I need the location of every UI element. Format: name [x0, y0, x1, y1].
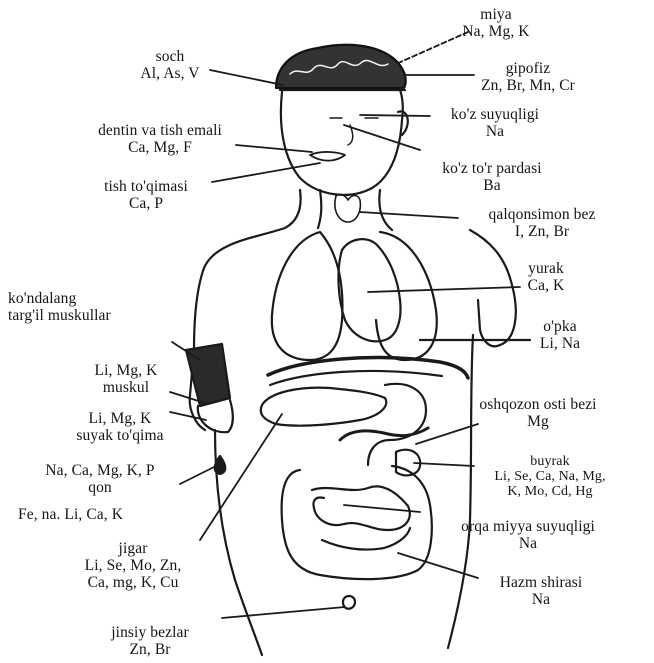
label-dentin-title: dentin va tish emali — [60, 122, 260, 139]
label-muskul-title: muskul — [66, 379, 186, 396]
arm-muscle — [186, 344, 230, 406]
leader-qalqon — [360, 212, 458, 218]
pancreas — [340, 428, 428, 440]
label-muskul-elements: Li, Mg, K — [66, 362, 186, 379]
label-tish-title: tish to'qimasi — [76, 178, 216, 195]
label-miya-elements: Na, Mg, K — [446, 23, 546, 40]
liver — [261, 388, 387, 426]
label-dentin-elements: Ca, Mg, F — [60, 139, 260, 156]
thyroid — [335, 194, 360, 222]
label-oshqozon-title: oshqozon osti bezi — [438, 396, 638, 413]
label-qon-elements-2-text: Fe, na. Li, Ca, K — [18, 506, 218, 523]
label-jigar-elements-1: Li, Se, Mo, Zn, — [58, 557, 208, 574]
label-suyak-toqima: Li, Mg, K suyak to'qima — [40, 410, 200, 444]
label-opka: o'pka Li, Na — [520, 318, 600, 352]
label-orqa-miyya: orqa miyya suyuqligi Na — [418, 518, 638, 552]
label-qon-title: qon — [0, 479, 200, 496]
label-hazm-elements: Na — [466, 591, 616, 608]
label-oshqozon-elements: Mg — [438, 413, 638, 430]
label-jigar: jigar Li, Se, Mo, Zn, Ca, mg, K, Cu — [58, 540, 208, 591]
label-qalqonsimon-bez: qalqonsimon bez I, Zn, Br — [452, 206, 632, 240]
label-jigar-elements-2: Ca, mg, K, Cu — [58, 574, 208, 591]
label-muskul: Li, Mg, K muskul — [66, 362, 186, 396]
heart — [338, 239, 400, 341]
head-outline — [281, 86, 403, 195]
label-tish-elements: Ca, P — [76, 195, 216, 212]
label-soch-title: soch — [120, 48, 220, 65]
label-buyrak-elements-1: Li, Se, Ca, Na, Mg, — [462, 469, 638, 484]
label-koz-suyuqligi-title: ko'z suyuqligi — [420, 106, 570, 123]
label-qon-elements-2: Fe, na. Li, Ca, K — [18, 506, 218, 523]
label-koz-tor-pardasi: ko'z to'r pardasi Ba — [412, 160, 572, 194]
label-miya: miya Na, Mg, K — [446, 6, 546, 40]
label-qon: Na, Ca, Mg, K, P qon — [0, 462, 200, 496]
label-suyak-title: suyak to'qima — [40, 427, 200, 444]
label-koz-tor-title: ko'z to'r pardasi — [412, 160, 572, 177]
leader-yurak — [368, 287, 520, 292]
label-soch: soch Al, As, V — [120, 48, 220, 82]
small-intestine — [312, 486, 410, 530]
label-opka-elements: Li, Na — [520, 335, 600, 352]
label-soch-elements: Al, As, V — [120, 65, 220, 82]
label-qalqon-title: qalqonsimon bez — [452, 206, 632, 223]
label-hazm-shirasi: Hazm shirasi Na — [466, 574, 616, 608]
label-qalqon-elements: I, Zn, Br — [452, 223, 632, 240]
label-koz-suyuqligi: ko'z suyuqligi Na — [420, 106, 570, 140]
label-orqa-title: orqa miyya suyuqligi — [418, 518, 638, 535]
label-oshqozon-osti-bezi: oshqozon osti bezi Mg — [438, 396, 638, 430]
lung-left — [272, 232, 343, 360]
leader-soch — [210, 70, 283, 85]
label-jinsiy-bezlar: jinsiy bezlar Zn, Br — [70, 624, 230, 658]
label-qon-elements: Na, Ca, Mg, K, P — [0, 462, 200, 479]
label-yurak: yurak Ca, K — [506, 260, 586, 294]
label-kondalang-line1: ko'ndalang — [8, 290, 188, 307]
leader-jinsiy — [222, 607, 345, 618]
label-tish-toqimasi: tish to'qimasi Ca, P — [76, 178, 216, 212]
label-jigar-title: jigar — [58, 540, 208, 557]
label-jinsiy-title: jinsiy bezlar — [70, 624, 230, 641]
label-miya-title: miya — [446, 6, 546, 23]
leader-tish — [212, 163, 320, 182]
label-koz-suyuqligi-elements: Na — [420, 123, 570, 140]
label-koz-tor-elements: Ba — [412, 177, 572, 194]
label-suyak-elements: Li, Mg, K — [40, 410, 200, 427]
leader-koz-tor — [344, 125, 420, 150]
label-dentin: dentin va tish emali Ca, Mg, F — [60, 122, 260, 156]
label-buyrak-elements-2: K, Mo, Cd, Hg — [462, 484, 638, 499]
label-buyrak: buyrak Li, Se, Ca, Na, Mg, K, Mo, Cd, Hg — [462, 454, 638, 499]
label-gipofiz-elements: Zn, Br, Mn, Cr — [458, 77, 598, 94]
label-hazm-title: Hazm shirasi — [466, 574, 616, 591]
label-gipofiz-title: gipofiz — [458, 60, 598, 77]
label-yurak-title: yurak — [506, 260, 586, 277]
label-buyrak-title: buyrak — [462, 454, 638, 469]
label-kondalang: ko'ndalang targ'il muskullar — [8, 290, 188, 324]
label-orqa-elements: Na — [418, 535, 638, 552]
label-kondalang-line2: targ'il muskullar — [8, 307, 188, 324]
label-jinsiy-elements: Zn, Br — [70, 641, 230, 658]
label-opka-title: o'pka — [520, 318, 600, 335]
label-gipofiz: gipofiz Zn, Br, Mn, Cr — [458, 60, 598, 94]
brain — [276, 45, 406, 88]
label-yurak-elements: Ca, K — [506, 277, 586, 294]
